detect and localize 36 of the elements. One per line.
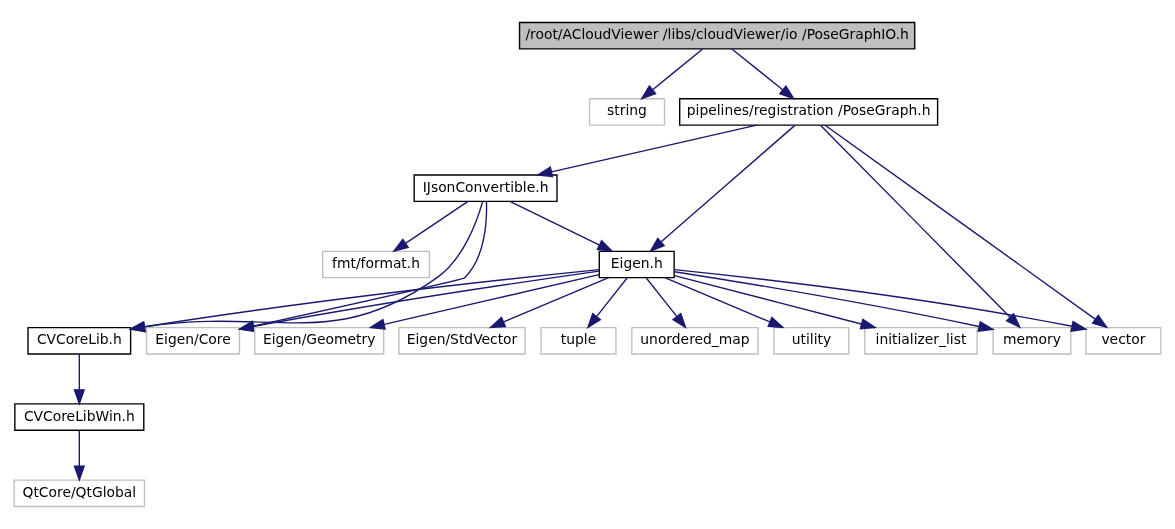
arrow [73,353,86,406]
arrow [640,48,704,100]
arrow [73,429,86,483]
node-box: CVCoreLibWin.h [14,403,145,431]
arrow [673,268,1088,332]
arrow [368,273,600,330]
arrow [586,277,628,330]
arrow [488,277,610,329]
node-box: Eigen/StdVector [398,326,526,355]
node-box: tuple [540,326,617,355]
node-box: pipelines/registration /PoseGraph.h [679,98,939,126]
node-box: Eigen/Geometry [254,326,385,355]
node-box: Eigen.h [598,250,675,279]
node-box: vector [1085,326,1162,355]
arrow [673,274,878,330]
node-box: fmt/format.h [321,250,431,279]
arrow [819,124,1022,329]
node-box: memory [992,326,1072,355]
node-box: Eigen/Core [145,326,241,355]
arrow [392,200,469,253]
arrow [731,48,796,100]
arrow [648,124,796,253]
node-box: utility [773,326,850,355]
arrow [673,271,995,333]
node-box: unordered_map [631,326,759,355]
arrow [645,277,687,330]
node-box: /root/ACloudViewer /libs/cloudViewer/io /PoseGraphIO.h [518,21,916,50]
arrow [509,200,614,252]
node-box: QtCore/QtGlobal [13,479,146,508]
arrow [824,124,1109,329]
arrow [535,124,758,178]
node-box: CVCoreLib.h [27,326,132,355]
node-box: initializer_list [864,326,978,355]
arrow [664,277,785,329]
node-box: IJsonConvertible.h [413,174,558,203]
node-box: string [588,98,666,126]
